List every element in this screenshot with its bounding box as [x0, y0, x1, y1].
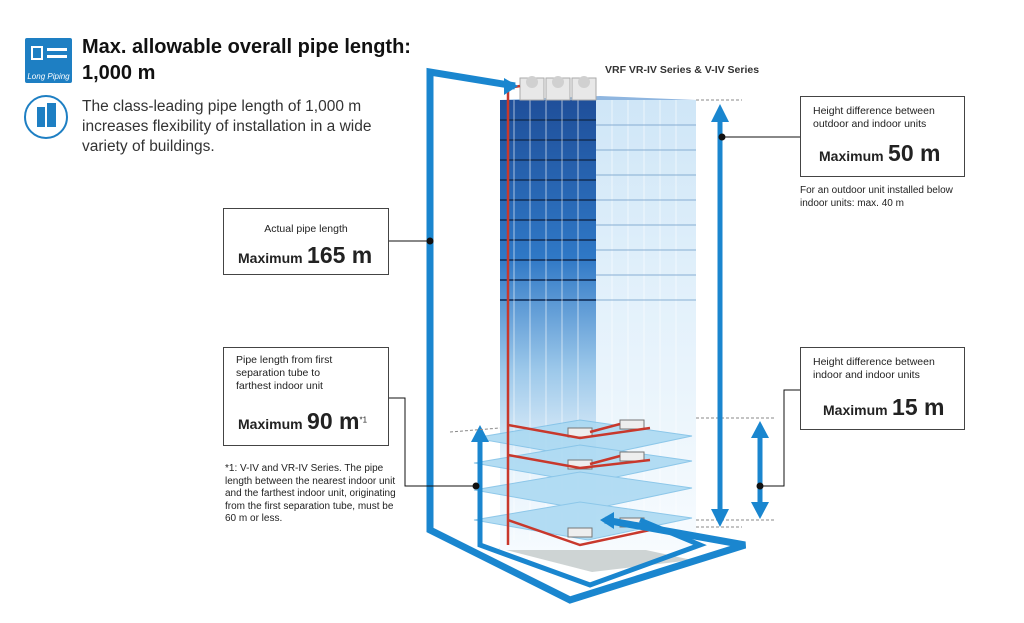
pipe-arrow-head-bottom	[600, 512, 614, 529]
callout-prefix: Maximum	[823, 402, 888, 418]
footnote-mark: *1	[359, 415, 368, 425]
badge-label: Long Piping	[27, 72, 70, 81]
outdoor-units	[519, 76, 597, 101]
leader-dots	[426, 133, 764, 490]
building-windows-right	[596, 124, 696, 301]
callout-first-separation: Pipe length from first separation tube t…	[223, 347, 389, 446]
callout-value: 15 m	[892, 394, 945, 420]
blue-pipe-loop	[426, 67, 747, 604]
building-windows-left	[500, 119, 596, 301]
series-label: VRF VR-IV Series & V-IV Series	[605, 64, 760, 76]
footnote: *1: V-IV and VR-IV Series. The pipe leng…	[225, 463, 396, 524]
callout-actual-pipe-length: Actual pipe length Maximum 165 m	[223, 208, 389, 275]
callout-label: Pipe length from first separation tube t…	[236, 354, 333, 392]
callout-label: Height difference between outdoor and in…	[813, 105, 935, 130]
callout-value: 50 m	[888, 140, 941, 166]
callout-prefix: Maximum	[238, 416, 303, 432]
page-title: Max. allowable overall pipe length: 1,00…	[82, 36, 411, 84]
blue-pipe-inner	[477, 437, 707, 588]
pipe-arrow-head-top	[504, 78, 518, 95]
long-piping-badge-icon: Long Piping	[25, 38, 72, 83]
callout-value: 165 m	[307, 242, 373, 268]
height-markers	[449, 99, 776, 528]
callout-label: Height difference between indoor and ind…	[813, 356, 935, 381]
refrigerant-pipes-red	[506, 84, 651, 547]
callout-prefix: Maximum	[819, 148, 884, 164]
inner-pipe-arrow-head	[471, 425, 489, 442]
outdoor-below-note: For an outdoor unit installed below indo…	[800, 185, 953, 209]
callout-prefix: Maximum	[238, 250, 303, 266]
callout-label: Actual pipe length	[264, 223, 348, 235]
page-description: The class-leading pipe length of 1,000 m…	[82, 98, 372, 155]
building-icon	[24, 95, 68, 139]
callout-height-outdoor-indoor: Height difference between outdoor and in…	[800, 96, 965, 177]
callout-height-indoor-indoor: Height difference between indoor and ind…	[800, 347, 965, 430]
leader-lines	[389, 136, 800, 487]
callout-value: 90 m	[307, 408, 360, 434]
